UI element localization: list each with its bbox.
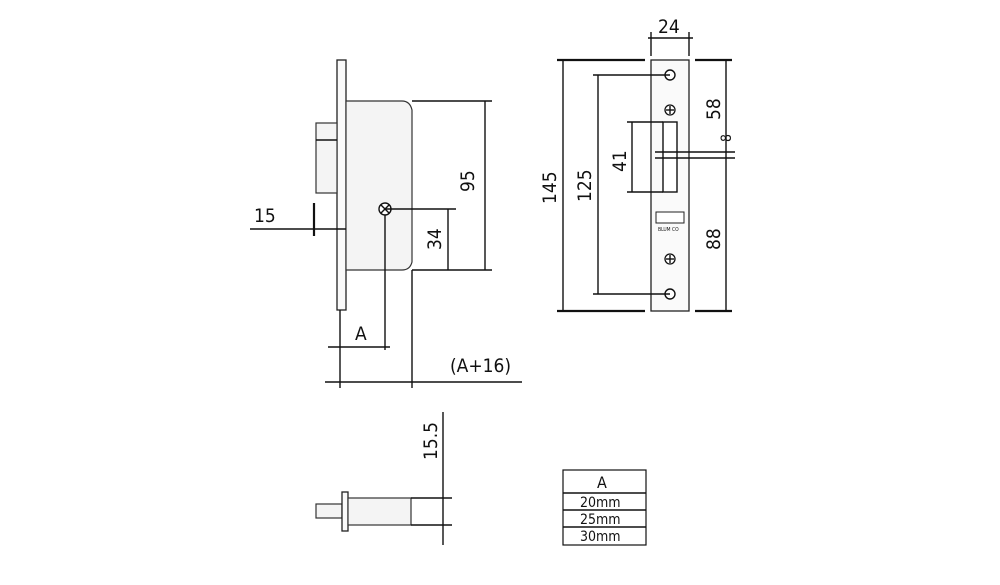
dim-58-label: 58 bbox=[703, 98, 725, 120]
brand-logo: BLUM CO bbox=[655, 211, 685, 233]
dim-edge-mark: 8 bbox=[719, 134, 735, 142]
faceplate bbox=[336, 59, 347, 311]
latch-slot bbox=[662, 121, 678, 193]
lock-body-side-view: 15 95 34 A (A+16) bbox=[250, 59, 522, 388]
dim-a-label: A bbox=[355, 323, 367, 345]
bolt-block bbox=[315, 122, 338, 194]
dim-88-label: 88 bbox=[703, 228, 725, 250]
bolt-side-view: 15.5 bbox=[315, 412, 452, 545]
bolt-pin bbox=[315, 503, 343, 519]
backset-table: A 20mm 25mm 30mm bbox=[562, 469, 647, 546]
strike-plate-front-view: BLUM CO 24 145 125 41 58 8 88 bbox=[539, 16, 735, 313]
table-header: A bbox=[597, 473, 607, 492]
dim-145-label: 145 bbox=[539, 171, 561, 204]
table-row: 20mm bbox=[580, 495, 621, 511]
dim-125-label: 125 bbox=[574, 169, 596, 202]
dim-15-5-label: 15.5 bbox=[420, 422, 442, 460]
dim-41-label: 41 bbox=[609, 150, 631, 172]
dim-24-label: 24 bbox=[658, 16, 680, 38]
brand-logo-text: BLUM CO bbox=[658, 227, 679, 233]
dim-34-label: 34 bbox=[424, 228, 446, 250]
bolt-body bbox=[347, 497, 412, 526]
table-row: 25mm bbox=[580, 512, 621, 528]
table-row: 30mm bbox=[580, 529, 621, 545]
lower-screw-icon bbox=[664, 253, 676, 265]
dim-a16-label: (A+16) bbox=[450, 355, 511, 377]
lock-case bbox=[345, 100, 413, 271]
dim-95-label: 95 bbox=[457, 170, 479, 192]
upper-screw-icon bbox=[664, 104, 676, 116]
bolt-flange bbox=[341, 491, 349, 532]
dim-15-label: 15 bbox=[254, 205, 276, 227]
table-border bbox=[562, 469, 647, 546]
